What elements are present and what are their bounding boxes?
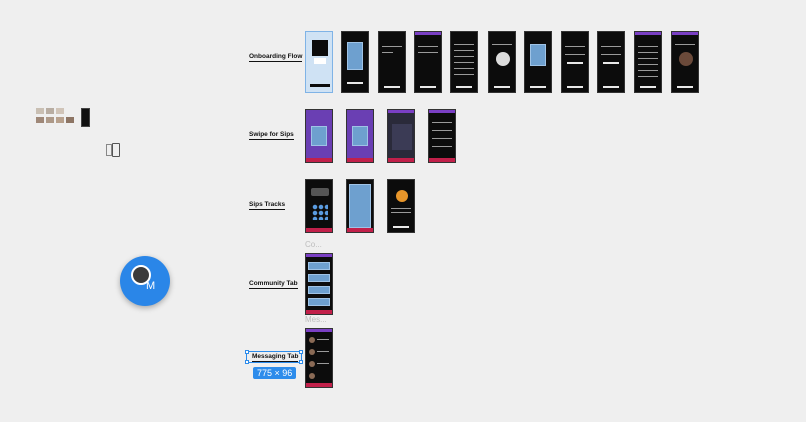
- selection-handle[interactable]: [299, 350, 303, 354]
- community-frame[interactable]: [305, 253, 333, 315]
- section-label-community[interactable]: Community Tab: [249, 280, 298, 289]
- thumbnail: [56, 117, 64, 123]
- thumbnail: [46, 117, 54, 123]
- selection-size-badge: 775 × 96: [253, 367, 297, 379]
- ghost-label-messaging: Mes...: [305, 315, 327, 324]
- thumbnail: [56, 108, 64, 114]
- section-label-swipe[interactable]: Swipe for Sips: [249, 131, 294, 140]
- onboarding-frame-4[interactable]: [414, 31, 442, 93]
- swipe-frame-1[interactable]: [305, 109, 333, 163]
- tracks-frame-1[interactable]: [305, 179, 333, 233]
- onboarding-frame-7[interactable]: [524, 31, 552, 93]
- onboarding-frame-11[interactable]: [671, 31, 699, 93]
- section-label-onboarding[interactable]: Onboarding Flow: [249, 53, 303, 62]
- selection-handle[interactable]: [299, 360, 303, 364]
- onboarding-frame-5[interactable]: [450, 31, 478, 93]
- swipe-frame-2[interactable]: [346, 109, 374, 163]
- tracks-frame-2[interactable]: [346, 179, 374, 233]
- selection-box[interactable]: [245, 350, 303, 364]
- avatar-photo: [131, 265, 151, 285]
- section-label-tracks[interactable]: Sips Tracks: [249, 201, 286, 210]
- onboarding-frame-6[interactable]: [488, 31, 516, 93]
- onboarding-frame-10[interactable]: [634, 31, 662, 93]
- swipe-frame-4[interactable]: [428, 109, 456, 163]
- user-avatar[interactable]: M: [120, 256, 170, 306]
- selection-handle[interactable]: [245, 360, 249, 364]
- messaging-frame[interactable]: [305, 328, 333, 388]
- thumbnail: [46, 108, 54, 114]
- thumbnail: [36, 108, 44, 114]
- onboarding-frame-8[interactable]: [561, 31, 589, 93]
- onboarding-frame-3[interactable]: [378, 31, 406, 93]
- selection-handle[interactable]: [245, 350, 249, 354]
- ghost-label-community: Co...: [305, 240, 322, 249]
- thumbnail: [66, 117, 74, 123]
- swipe-frame-3[interactable]: [387, 109, 415, 163]
- onboarding-frame-9[interactable]: [597, 31, 625, 93]
- device-frame-icon[interactable]: [106, 143, 120, 157]
- section-label-messaging[interactable]: Messaging Tab: [252, 353, 299, 362]
- onboarding-frame-2[interactable]: [341, 31, 369, 93]
- tracks-frame-3[interactable]: [387, 179, 415, 233]
- thumbnail: [36, 117, 44, 123]
- onboarding-frame-1[interactable]: [305, 31, 333, 93]
- thumbnail-phone: [81, 108, 90, 127]
- thumbnail-cluster[interactable]: [36, 108, 90, 128]
- avatar-initial: M: [146, 280, 156, 292]
